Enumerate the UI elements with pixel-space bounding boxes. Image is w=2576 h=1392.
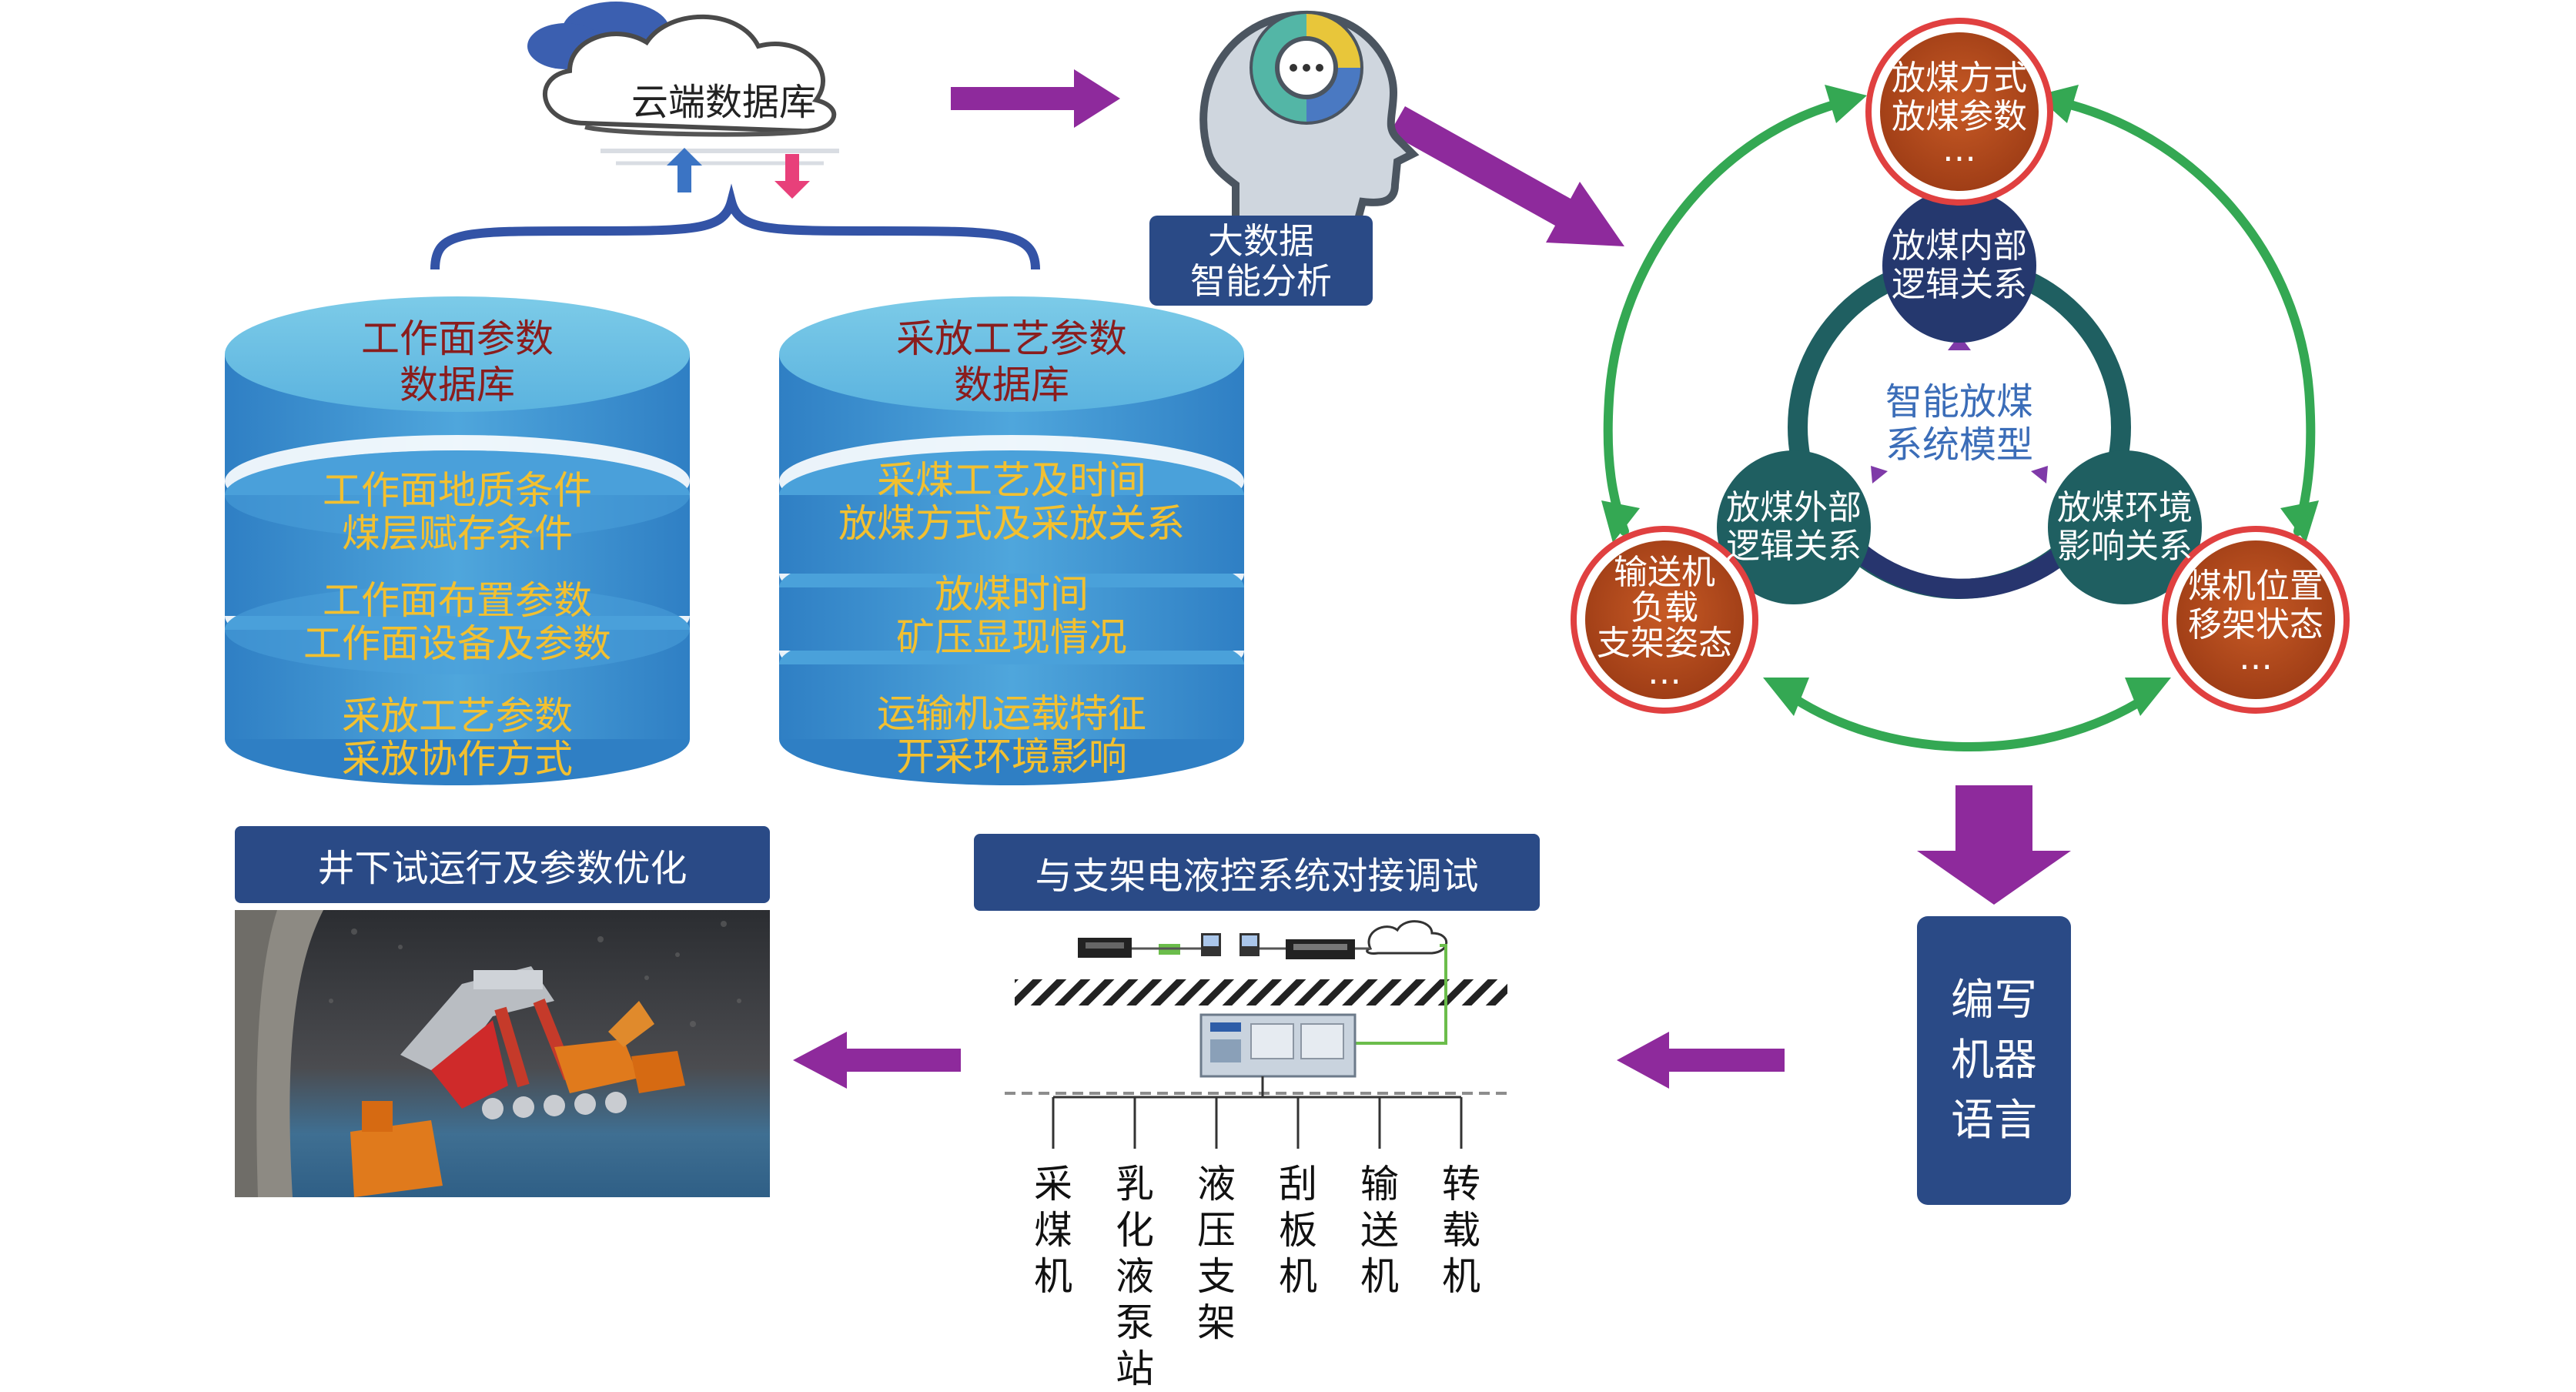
docking-title: 与支架电液控系统对接调试 [1035,855,1479,898]
db-right-item: 矿压显现情况 [896,615,1127,660]
db-left-group-3: 采放工艺参数 采放协作方式 [225,691,690,784]
control-schematic [1005,920,1509,1149]
database-right-icon [779,296,1244,785]
db-right-title: 采放工艺参数 数据库 [896,316,1127,407]
inner-node-top: 放煤内部 逻辑关系 [1892,226,2027,304]
device-label-scraper: 刮板机 [1279,1162,1317,1299]
db-right-group-1: 采煤工艺及时间 放煤方式及采放关系 [779,456,1244,548]
mine-scene-image [235,910,770,1197]
write-box: 编写 机器 语言 [1917,916,2071,1205]
arrow-docking-to-trial [793,1032,961,1089]
db-left-group-1: 工作面地质条件 煤层赋存条件 [225,466,690,558]
flow-arrows [793,69,2071,1089]
model-cycle [1571,18,2350,752]
green-cycle-arrows [1603,95,2316,752]
arrow-cloud-to-analysis [951,69,1120,128]
trial-title-bg [235,826,770,903]
db-left-group-2: 工作面布置参数 工作面设备及参数 [225,576,690,668]
outer-node-left: 输送机 负载 支架姿态 … [1597,553,1732,692]
cloud-label: 云端数据库 [631,81,816,124]
inner-node-right: 放煤环境 影响关系 [2057,488,2193,566]
db-right-item: 放煤时间 [935,572,1089,617]
database-left-icon [225,296,690,785]
analysis-line-1: 大数据 [1208,219,1314,262]
device-label-shearer: 采煤机 [1034,1162,1072,1299]
db-left-item: 工作面地质条件 [323,468,592,513]
curly-brace [430,183,1040,270]
db-right-item: 开采环境影响 [896,734,1127,779]
docking-title-bg [974,834,1540,911]
arrow-model-to-write [1917,785,2071,905]
db-left-item: 工作面设备及参数 [303,621,611,666]
analysis-box: 大数据 智能分析 [1149,216,1373,306]
analysis-line-2: 智能分析 [1190,259,1332,302]
analysis-box-bg [1149,216,1373,306]
db-left-title: 工作面参数 数据库 [361,316,554,407]
write-box-bg [1917,916,2071,1205]
outer-node-right: 煤机位置 移架状态 … [2188,567,2323,678]
brain-head-icon [1199,10,1420,235]
db-left-item: 煤层赋存条件 [342,511,573,556]
arrow-write-to-docking [1617,1032,1785,1089]
write-line: 编写 [1951,975,2037,1026]
model-center-label: 智能放煤 系统模型 [1885,380,2033,467]
db-right-item: 采煤工艺及时间 [877,458,1146,503]
sync-arrows-icon [667,148,810,199]
device-label-hydraulic-support: 液压支架 [1197,1162,1236,1345]
db-right-item: 运输机运载特征 [877,691,1146,736]
db-left-item: 工作面布置参数 [323,578,592,623]
trial-title: 井下试运行及参数优化 [317,847,687,890]
write-line: 机器 [1951,1035,2037,1086]
arrow-analysis-to-model [1390,106,1624,246]
db-left-item: 采放工艺参数 [342,694,573,738]
write-line: 语言 [1951,1095,2037,1146]
db-right-group-3: 运输机运载特征 开采环境影响 [779,689,1244,781]
device-label-transfer: 转载机 [1442,1162,1480,1299]
db-left-item: 采放协作方式 [342,737,573,781]
db-right-item: 放煤方式及采放关系 [838,501,1185,546]
device-label-conveyor: 输送机 [1360,1162,1399,1299]
inner-node-left: 放煤外部 逻辑关系 [1726,488,1862,566]
db-right-group-2: 放煤时间 矿压显现情况 [779,570,1244,662]
device-label-pump-station: 乳化液泵站 [1116,1162,1154,1391]
cloud-icon [527,2,839,166]
outer-node-top: 放煤方式 放煤参数 … [1892,59,2027,169]
